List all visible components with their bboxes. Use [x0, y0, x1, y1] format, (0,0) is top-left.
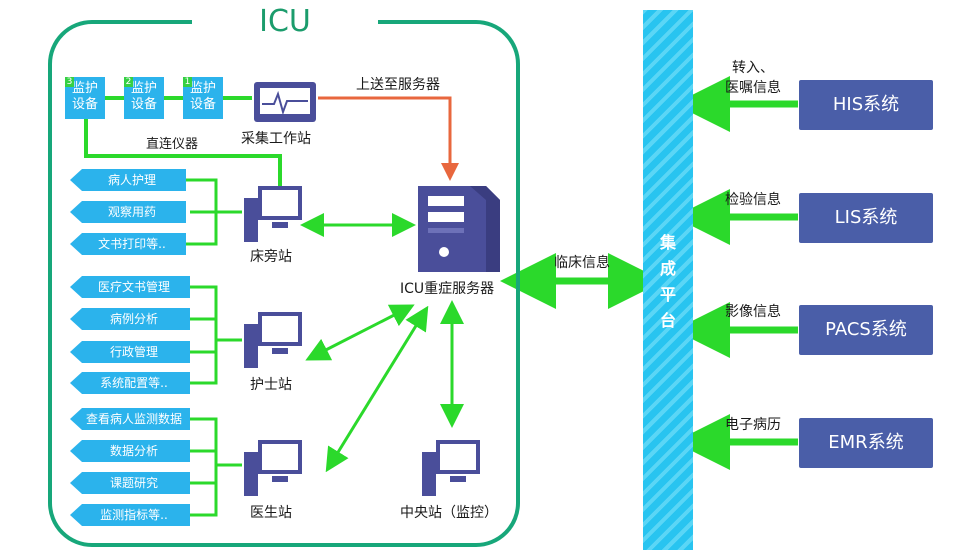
function-tag: 监测指标等..: [70, 504, 190, 526]
system-info-label: 转入、 医嘱信息: [725, 60, 781, 96]
clinical-info-label: 临床信息: [554, 255, 610, 271]
function-tag: 行政管理: [70, 341, 190, 363]
function-tag: 病例分析: [70, 308, 190, 330]
monitor-device-2: 2 监护 设备: [124, 77, 164, 119]
function-tag: 文书打印等..: [70, 233, 186, 255]
direct-label: 直连仪器: [146, 137, 199, 152]
central-station-label: 中央站（监控）: [400, 505, 498, 521]
function-tag: 医疗文书管理: [70, 276, 190, 298]
system-info-label: 影像信息: [725, 304, 781, 320]
function-tag: 病人护理: [70, 169, 186, 191]
icu-title: ICU: [192, 2, 378, 42]
doctor-station-label: 医生站: [250, 505, 292, 521]
device-number: 3: [65, 77, 74, 87]
monitor-device-1: 1 监护 设备: [183, 77, 223, 119]
function-brackets: [186, 178, 242, 517]
emr-system-box: EMR系统: [799, 418, 933, 468]
system-info-label: 检验信息: [725, 192, 781, 208]
bedside-computer-icon: [244, 186, 302, 242]
integration-platform: [643, 10, 693, 550]
upload-arrow: [318, 96, 459, 181]
system-info-label: 电子病历: [725, 417, 781, 433]
device-label: 监护 设备: [130, 81, 157, 112]
device-chain-lines: [84, 96, 282, 186]
server-label: ICU重症服务器: [400, 281, 495, 297]
collector-label: 采集工作站: [241, 131, 311, 147]
system-arrows: [674, 76, 798, 470]
central-computer-icon: [422, 440, 480, 496]
device-number: 1: [183, 77, 192, 87]
nurse-station-label: 护士站: [250, 377, 292, 393]
device-label: 监护 设备: [189, 81, 216, 112]
function-tag: 数据分析: [70, 440, 190, 462]
upload-label: 上送至服务器: [356, 77, 440, 93]
function-tag: 观察用药: [70, 201, 186, 223]
doctor-computer-icon: [244, 440, 302, 496]
station-server-arrows: [300, 213, 464, 473]
nurse-computer-icon: [244, 312, 302, 368]
device-number: 2: [124, 77, 133, 87]
platform-label: 集 成 平 台: [659, 233, 676, 330]
function-tag: 课题研究: [70, 472, 190, 494]
monitor-device-3: 3 监护 设备: [65, 77, 105, 119]
function-tag: 系统配置等..: [70, 372, 190, 394]
pacs-system-box: PACS系统: [799, 305, 933, 355]
lis-system-box: LIS系统: [799, 193, 933, 243]
his-system-box: HIS系统: [799, 80, 933, 130]
bedside-station-label: 床旁站: [250, 249, 292, 265]
function-tag: 查看病人监测数据: [70, 408, 190, 430]
device-label: 监护 设备: [71, 81, 98, 112]
